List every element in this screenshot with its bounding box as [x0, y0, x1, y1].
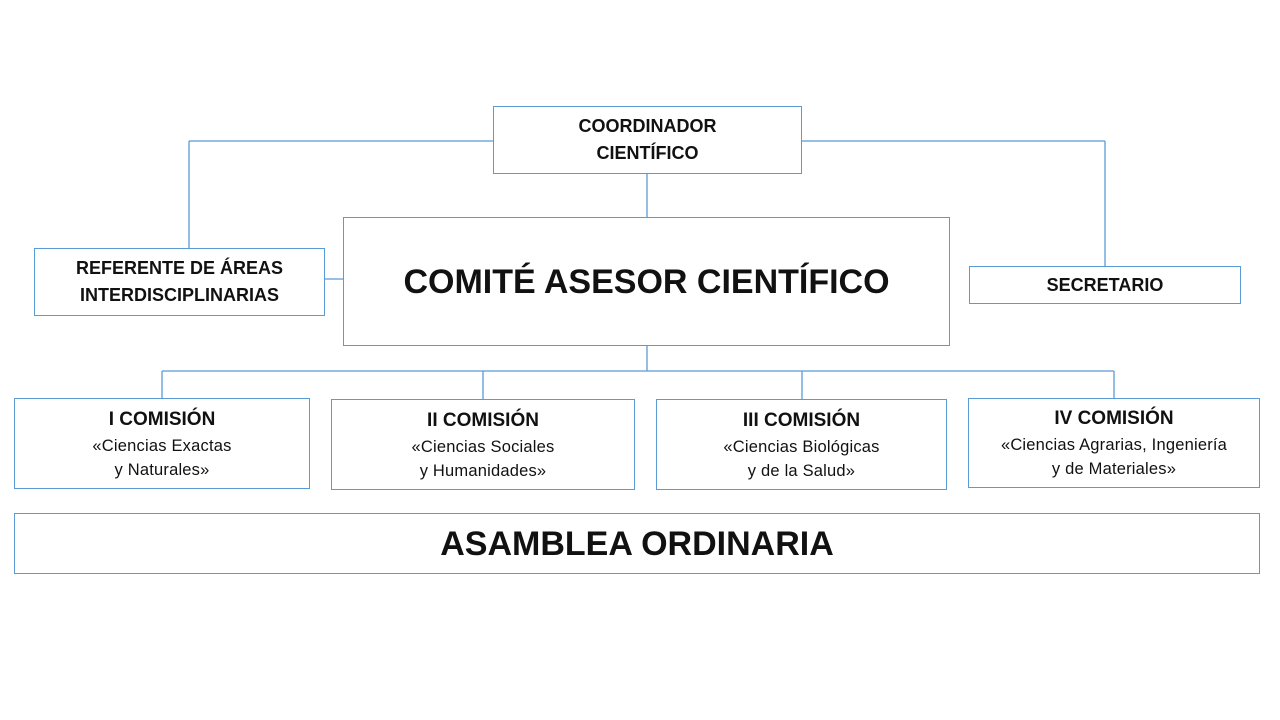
- comite-label: COMITÉ ASESOR CIENTÍFICO: [403, 262, 890, 301]
- comision-4-title: IV COMISIÓN: [1054, 408, 1174, 429]
- comision-4-line1: «Ciencias Agrarias, Ingeniería: [1000, 436, 1228, 454]
- secretario-label: SECRETARIO: [1046, 274, 1164, 295]
- referente-line2: INTERDISCIPLINARIAS: [79, 285, 279, 305]
- coordinador-box: COORDINADOR CIENTÍFICO: [493, 106, 802, 174]
- secretario-box: SECRETARIO: [969, 266, 1241, 304]
- comision-3-title: III COMISIÓN: [742, 409, 861, 431]
- referente-line1: REFERENTE DE ÁREAS: [75, 258, 284, 278]
- comision-3-box: III COMISIÓN «Ciencias Biológicas y de l…: [656, 399, 947, 490]
- comision-3-line1: «Ciencias Biológicas: [723, 437, 880, 456]
- asamblea-box: ASAMBLEA ORDINARIA: [14, 513, 1260, 574]
- comision-3-line2: y de la Salud»: [747, 461, 856, 480]
- comision-2-title: II COMISIÓN: [427, 409, 539, 431]
- comision-1-title: I COMISIÓN: [108, 408, 216, 430]
- coordinador-line2: CIENTÍFICO: [596, 143, 699, 163]
- comision-4-box: IV COMISIÓN «Ciencias Agrarias, Ingenier…: [968, 398, 1260, 488]
- comision-1-box: I COMISIÓN «Ciencias Exactas y Naturales…: [14, 398, 310, 489]
- comision-2-line2: y Humanidades»: [419, 461, 547, 480]
- comision-1-line2: y Naturales»: [114, 460, 210, 479]
- comision-2-line1: «Ciencias Sociales: [411, 437, 555, 456]
- coordinador-line1: COORDINADOR: [578, 116, 717, 136]
- referente-box: REFERENTE DE ÁREAS INTERDISCIPLINARIAS: [34, 248, 325, 316]
- comision-4-line2: y de Materiales»: [1051, 460, 1177, 478]
- comision-1-line1: «Ciencias Exactas: [92, 436, 232, 455]
- comite-box: COMITÉ ASESOR CIENTÍFICO: [343, 217, 950, 346]
- asamblea-label: ASAMBLEA ORDINARIA: [440, 524, 834, 563]
- comision-2-box: II COMISIÓN «Ciencias Sociales y Humanid…: [331, 399, 635, 490]
